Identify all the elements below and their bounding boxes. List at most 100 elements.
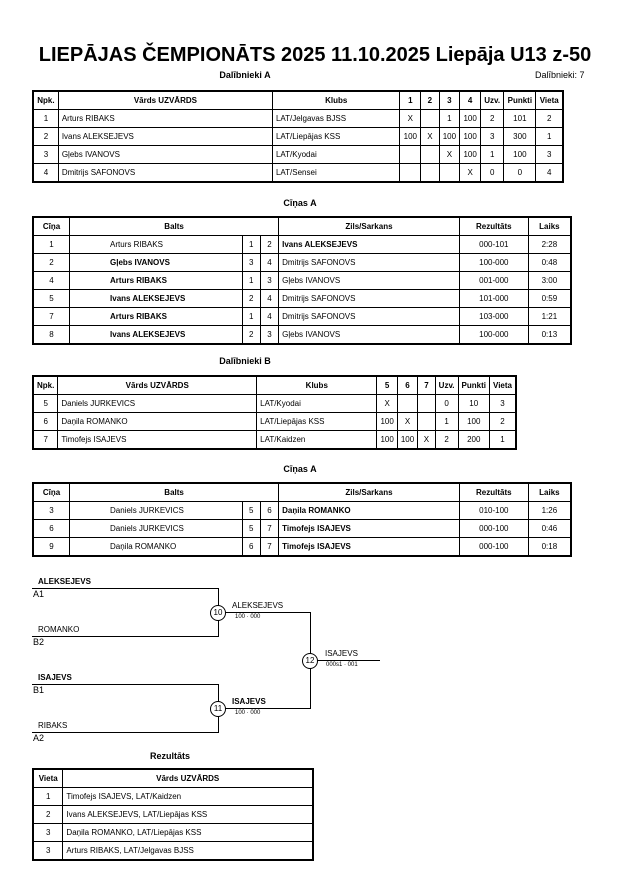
match-11-number: 11 — [210, 701, 226, 717]
bout-white: Ivans ALEKSEJEVS — [69, 289, 243, 308]
match-12-winner: ISAJEVS — [325, 649, 358, 658]
bout-white: Daniels JURKEVICS — [69, 501, 243, 520]
participants-a-cell: 1 — [438, 109, 461, 128]
match-10-winner: ALEKSEJEVS — [232, 601, 284, 610]
participants-a-cell: 0 — [503, 163, 537, 183]
participants-b-cell: X — [376, 394, 398, 413]
bout-white: Daniels JURKEVICS — [69, 519, 243, 538]
participants-a-cell — [420, 109, 440, 128]
participants-b-cell: X — [417, 430, 436, 450]
results-header-cell: Vieta — [32, 768, 64, 788]
bouts-b-heading: Cīņas A — [283, 464, 317, 474]
participants-a-header-cell: 4 — [459, 90, 482, 110]
participants-a-cell: Arturs RIBAKS — [57, 109, 273, 128]
participants-a-cell: 1 — [480, 145, 505, 164]
bout-blue: Timofejs ISAJEVS — [278, 537, 460, 557]
bouts-a-header-cell: Zils/Sarkans — [278, 216, 460, 236]
bout-result: 100-000 — [458, 253, 529, 272]
participants-a-cell: 300 — [503, 127, 537, 146]
bout-white: Ivans ALEKSEJEVS — [69, 325, 243, 345]
results-name: Daņila ROMANKO, LAT/Liepājas KSS — [62, 823, 314, 842]
participants-b-cell: X — [396, 412, 419, 431]
participants-a-cell: LAT/Jelgavas BJSS — [271, 109, 401, 128]
participants-b-cell: 2 — [434, 430, 459, 450]
participants-a-cell: X — [438, 145, 461, 164]
bout-white-seed: 5 — [241, 501, 261, 520]
participants-a-cell: Ivans ALEKSEJEVS — [57, 127, 273, 146]
bout-result: 000-101 — [458, 235, 529, 254]
participants-b-heading: Dalībnieki B — [219, 356, 271, 366]
bout-white-seed: 2 — [241, 325, 261, 345]
participants-b-cell: 100 — [457, 412, 490, 431]
participants-b-cell: 5 — [32, 394, 59, 413]
bout-white: Daņila ROMANKO — [69, 537, 243, 557]
bout-white-seed: 1 — [241, 235, 261, 254]
match-10-score: 100 · 000 — [235, 614, 261, 620]
bout-number: 4 — [32, 271, 71, 290]
participants-a-cell — [399, 163, 422, 183]
participants-a-cell — [438, 163, 461, 183]
participants-b-header-cell: Punkti — [457, 375, 490, 395]
results-name: Arturs RIBAKS, LAT/Jelgavas BJSS — [62, 841, 314, 861]
bout-white-seed: 1 — [241, 307, 261, 326]
bouts-a-header-cell: Rezultāts — [458, 216, 529, 236]
participants-b-header-cell: Uzv. — [434, 375, 459, 395]
participants-b-cell: Daniels JURKEVICS — [57, 394, 258, 413]
bout-result: 001-000 — [458, 271, 529, 290]
participants-a-cell: 2 — [535, 109, 564, 128]
participants-b-cell: 200 — [457, 430, 490, 450]
bracket-a1-label: A1 — [33, 589, 45, 599]
participants-a-cell: 100 — [503, 145, 537, 164]
participants-b-header-cell: Vieta — [488, 375, 517, 395]
participants-b-cell: 1 — [488, 430, 517, 450]
bouts-a-header-cell: Balts — [69, 216, 280, 236]
participants-a-cell: 4 — [535, 163, 564, 183]
participants-b-header-cell: Vārds UZVĀRDS — [57, 375, 258, 395]
participants-b-cell — [417, 394, 436, 413]
participants-b-cell: 10 — [457, 394, 490, 413]
participants-a-cell: LAT/Liepājas KSS — [271, 127, 401, 146]
participants-a-header-cell: Vārds UZVĀRDS — [57, 90, 273, 110]
page-title: LIEPĀJAS ČEMPIONĀTS 2025 11.10.2025 Liep… — [38, 44, 592, 66]
bout-blue: Dmitrijs SAFONOVS — [278, 289, 460, 308]
participants-a-cell: 4 — [32, 163, 59, 183]
participants-a-cell: Dmitrijs SAFONOVS — [57, 163, 273, 183]
bout-blue: Timofejs ISAJEVS — [278, 519, 460, 538]
participants-b-cell: 6 — [32, 412, 59, 431]
results-place: 2 — [32, 805, 64, 824]
bout-white-seed: 2 — [241, 289, 261, 308]
bracket-b1-label: B1 — [33, 685, 45, 695]
bracket-b2-name: ROMANKO — [38, 625, 80, 634]
participants-b-cell: LAT/Kyodai — [256, 394, 378, 413]
participants-b-cell — [417, 412, 436, 431]
bout-blue: Ivans ALEKSEJEVS — [278, 235, 460, 254]
bout-blue: Gļebs IVANOVS — [278, 325, 460, 345]
participants-b-header-cell: Klubs — [256, 375, 378, 395]
bout-result: 000-100 — [458, 519, 529, 538]
results-place: 1 — [32, 787, 64, 806]
participants-b-cell: 2 — [488, 412, 517, 431]
bout-blue-seed: 2 — [259, 235, 280, 254]
bout-time: 0:59 — [527, 289, 572, 308]
bout-number: 9 — [32, 537, 71, 557]
results-heading: Rezultāts — [149, 751, 190, 761]
bout-blue-seed: 3 — [259, 325, 280, 345]
bout-blue-seed: 4 — [259, 289, 280, 308]
participants-b-cell — [396, 394, 419, 413]
participants-a-header-cell: Npk. — [32, 90, 59, 110]
participants-a-cell: 3 — [32, 145, 59, 164]
participants-b-cell: 0 — [434, 394, 459, 413]
match-12-number: 12 — [302, 653, 318, 669]
bout-number: 3 — [32, 501, 71, 520]
participants-b-cell: 100 — [376, 430, 398, 450]
participants-b-header-cell: 5 — [376, 375, 398, 395]
